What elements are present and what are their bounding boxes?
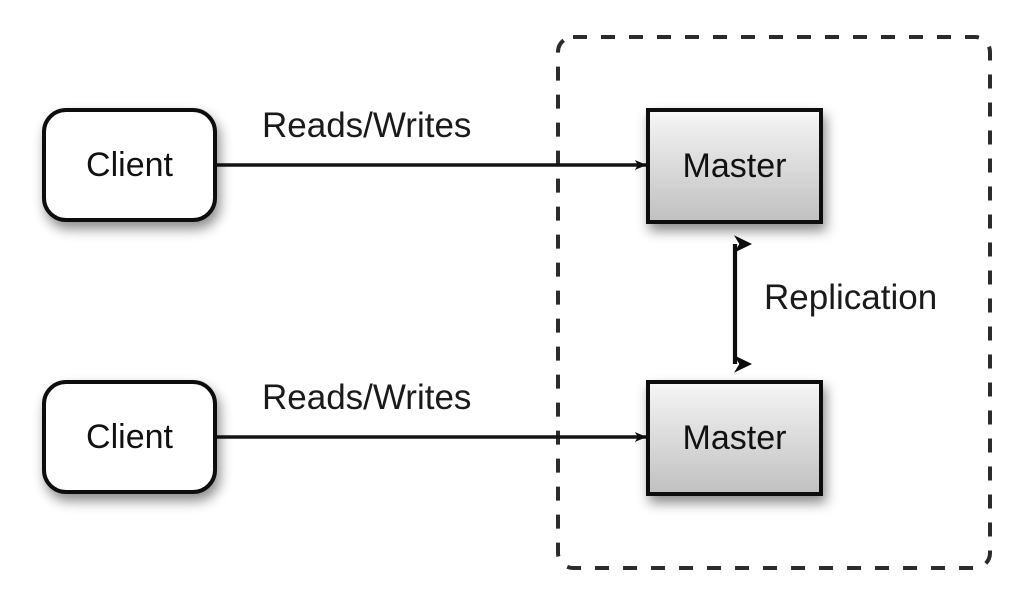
replication-group-boundary (556, 35, 992, 570)
edge-label-reads-writes-top: Reads/Writes (262, 106, 472, 145)
node-master-bottom[interactable] (646, 380, 823, 496)
node-client-bottom[interactable] (42, 380, 217, 494)
edge-label-reads-writes-bottom: Reads/Writes (262, 378, 472, 417)
node-master-top[interactable] (646, 108, 823, 224)
node-client-top[interactable] (42, 108, 217, 222)
edge-label-replication: Replication (764, 278, 938, 317)
